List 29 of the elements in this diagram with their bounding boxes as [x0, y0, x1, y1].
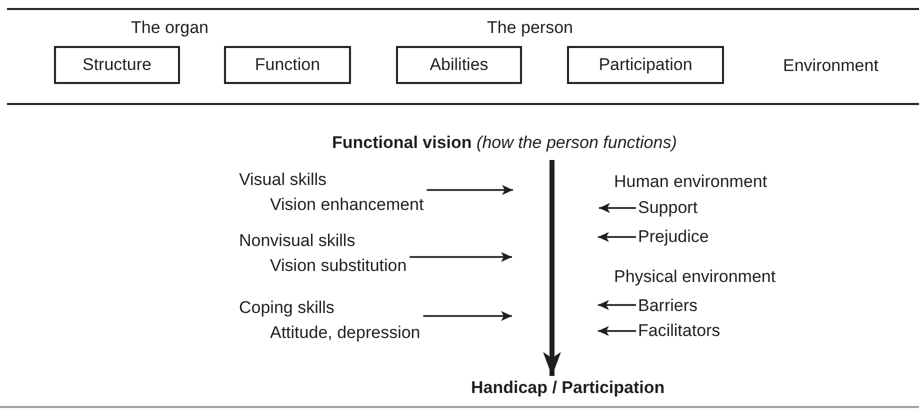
arrow	[423, 311, 512, 321]
skill-heading: Nonvisual skills	[239, 231, 356, 251]
category-box: Function	[224, 46, 351, 84]
factor-text: Facilitators	[636, 321, 720, 341]
category-box: Participation	[567, 46, 724, 84]
group-heading: Physical environment	[614, 267, 776, 287]
factor-text: Support	[636, 198, 698, 218]
skill-heading: Visual skills	[239, 170, 327, 190]
arrow	[426, 185, 513, 195]
arrow	[598, 326, 636, 336]
skill-description: Vision substitution	[270, 256, 407, 276]
stage-heading: Functional vision (how the person functions)	[332, 133, 677, 153]
stage-heading: Handicap / Participation	[471, 378, 665, 398]
factor-text: Barriers	[636, 296, 698, 316]
arrow	[598, 232, 636, 242]
category-box: Abilities	[396, 46, 522, 84]
group-heading: Human environment	[614, 172, 768, 192]
arrow	[599, 203, 636, 213]
column-heading: Environment	[783, 56, 878, 76]
skill-description: Attitude, depression	[270, 323, 420, 343]
factor-text: Prejudice	[636, 227, 709, 247]
arrow	[598, 300, 636, 310]
column-heading: The person	[487, 18, 573, 38]
arrow	[543, 160, 561, 376]
category-box: Structure	[54, 46, 180, 84]
skill-heading: Coping skills	[239, 298, 334, 318]
column-heading: The organ	[131, 18, 208, 38]
skill-description: Vision enhancement	[270, 195, 424, 215]
arrow	[410, 252, 512, 262]
